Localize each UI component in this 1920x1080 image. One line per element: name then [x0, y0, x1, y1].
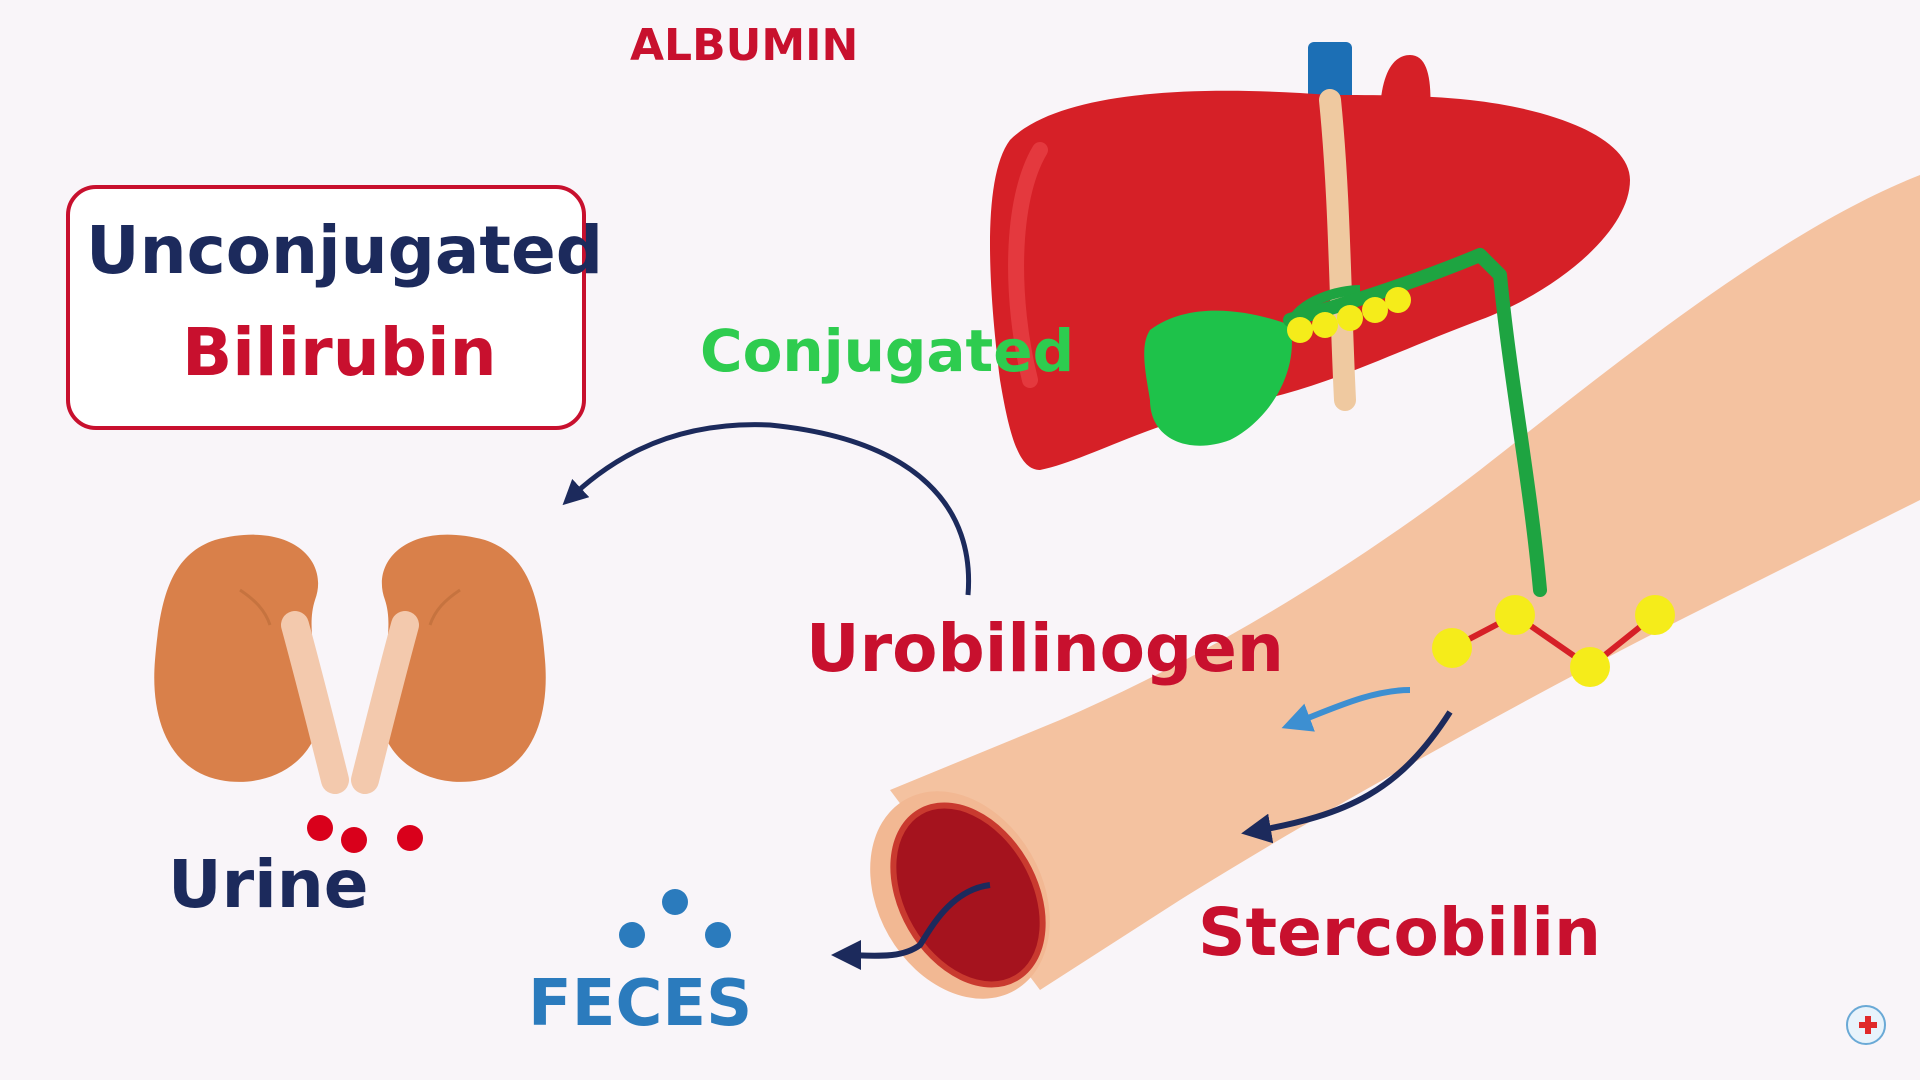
- bilirubin-chain-icon: [1432, 595, 1675, 687]
- unconjugated-bilirubin-box: [66, 185, 586, 430]
- gallbladder-icon: [1144, 248, 1547, 597]
- unconjugated-label: Unconjugated: [86, 212, 603, 289]
- urobilinogen-label: Urobilinogen: [806, 610, 1284, 687]
- arrow-intestine-blue: [1281, 687, 1411, 732]
- feces-label: FECES: [528, 967, 753, 1041]
- arrow-intestine-navy: [1241, 710, 1453, 844]
- kidney-icon: [154, 534, 546, 794]
- conjugated-label: Conjugated: [700, 317, 1075, 385]
- urine-drops-icon: [307, 815, 423, 853]
- arrow-to-kidney: [562, 422, 972, 596]
- urine-label: Urine: [168, 846, 369, 923]
- feces-drops-icon: [619, 889, 731, 948]
- albumin-label: ALBUMIN: [630, 20, 859, 71]
- stercobilin-label: Stercobilin: [1198, 894, 1601, 971]
- arrow-to-feces: [831, 882, 991, 971]
- liver-icon: [990, 42, 1630, 470]
- bilirubin-label: Bilirubin: [182, 314, 497, 391]
- logo-icon: [1846, 1005, 1886, 1045]
